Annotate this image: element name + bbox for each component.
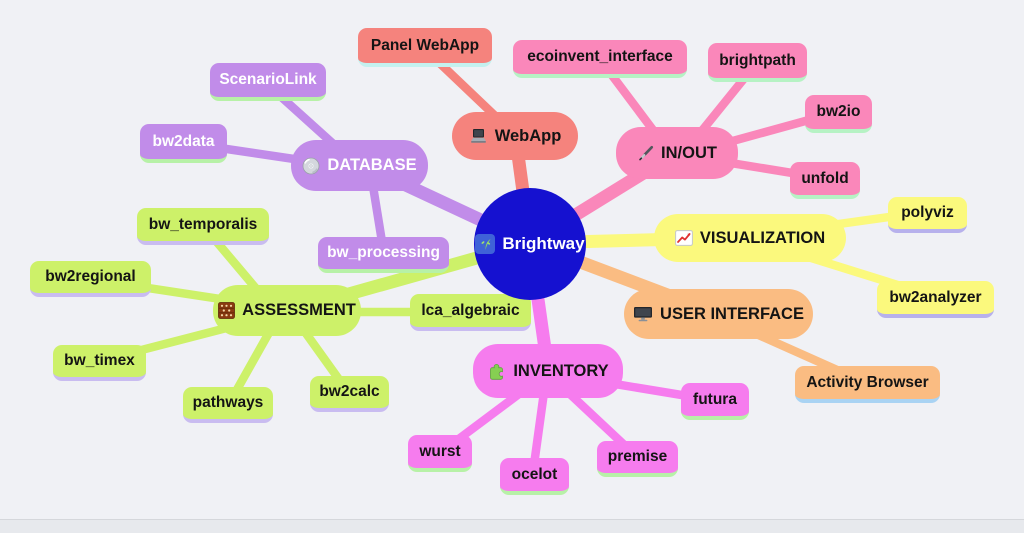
child-bw2calc[interactable]: bw2calc	[310, 376, 389, 412]
child-label: bw2regional	[45, 268, 136, 285]
topic-label: VISUALIZATION	[699, 228, 826, 247]
topic-label: ASSESSMENT	[242, 301, 356, 319]
window-bottom-edge	[0, 519, 1024, 533]
child-lca-algebraic[interactable]: lca_algebraic	[410, 294, 531, 331]
child-label: bw_temporalis	[148, 215, 258, 233]
child-label: bw2analyzer	[889, 288, 982, 306]
cd-icon	[302, 157, 320, 175]
topic-user-interface[interactable]: USER INTERFACE	[624, 289, 813, 339]
child-brightpath[interactable]: brightpath	[708, 43, 807, 82]
child-label: ocelot	[511, 465, 558, 483]
child-polyviz[interactable]: polyviz	[888, 197, 967, 233]
child-wurst[interactable]: wurst	[408, 435, 472, 472]
chart-icon	[674, 230, 693, 246]
child-label: bw2io	[816, 103, 861, 120]
child-label: futura	[693, 390, 737, 408]
child-unfold[interactable]: unfold	[790, 162, 860, 199]
child-panel-webapp[interactable]: Panel WebApp	[358, 28, 492, 67]
child-label: premise	[607, 448, 668, 465]
child-bw2data[interactable]: bw2data	[140, 124, 227, 163]
child-label: brightpath	[719, 51, 796, 69]
child-label: wurst	[419, 442, 461, 460]
child-scenariolink[interactable]: ScenarioLink	[210, 63, 326, 101]
topic-assessment[interactable]: ASSESSMENT	[213, 285, 361, 336]
pen-icon	[637, 145, 654, 162]
child-label: Activity Browser	[806, 373, 929, 391]
topic-label: INVENTORY	[513, 361, 609, 380]
topic-inventory[interactable]: INVENTORY	[473, 344, 623, 398]
topic-database[interactable]: DATABASE	[291, 140, 428, 191]
edge	[367, 175, 388, 253]
topic-label: IN/OUT	[661, 143, 717, 162]
brightway-logo-icon	[475, 234, 496, 254]
child-label: Panel WebApp	[370, 36, 480, 54]
topic-in-out[interactable]: IN/OUT	[616, 127, 738, 179]
child-activity-browser[interactable]: Activity Browser	[795, 366, 940, 403]
monitor-icon	[633, 306, 653, 322]
child-pathways[interactable]: pathways	[183, 387, 273, 423]
edge	[528, 380, 550, 477]
topic-label: USER INTERFACE	[660, 304, 804, 323]
topic-label: WebApp	[494, 126, 562, 145]
child-label: ScenarioLink	[219, 71, 317, 88]
child-ecoinvent-interface[interactable]: ecoinvent_interface	[513, 40, 687, 78]
child-label: lca_algebraic	[421, 301, 520, 319]
puzzle-icon	[487, 362, 506, 381]
child-bw2regional[interactable]: bw2regional	[30, 261, 151, 297]
child-premise[interactable]: premise	[597, 441, 678, 477]
child-label: bw2calc	[319, 383, 380, 400]
child-bw-processing[interactable]: bw_processing	[318, 237, 449, 273]
child-label: unfold	[801, 169, 849, 187]
child-ocelot[interactable]: ocelot	[500, 458, 569, 495]
child-label: bw_timex	[64, 352, 135, 369]
topic-webapp[interactable]: WebApp	[452, 112, 578, 160]
child-bw-timex[interactable]: bw_timex	[53, 345, 146, 381]
topic-label: DATABASE	[327, 156, 417, 174]
topic-visualization[interactable]: VISUALIZATION	[654, 214, 846, 262]
child-bw2io[interactable]: bw2io	[805, 95, 872, 133]
child-bw-temporalis[interactable]: bw_temporalis	[137, 208, 269, 245]
child-label: pathways	[192, 394, 264, 411]
child-futura[interactable]: futura	[681, 383, 749, 420]
child-label: bw2data	[152, 132, 215, 150]
abacus-icon	[218, 302, 236, 319]
child-label: ecoinvent_interface	[527, 48, 673, 65]
child-label: polyviz	[901, 204, 954, 221]
laptop-icon	[469, 128, 488, 144]
child-bw2analyzer[interactable]: bw2analyzer	[877, 281, 994, 318]
root-label: Brightway	[502, 234, 585, 253]
root-node-brightway[interactable]: Brightway	[474, 188, 586, 300]
child-label: bw_processing	[327, 244, 440, 261]
